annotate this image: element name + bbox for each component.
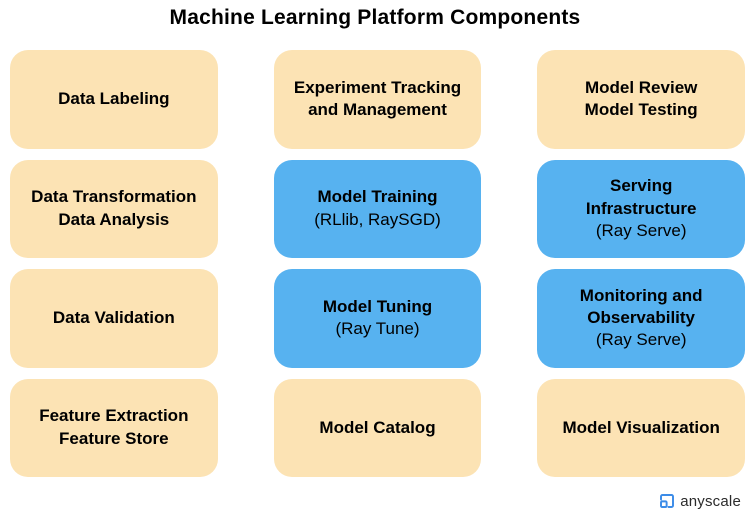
box-title: Serving — [609, 176, 673, 196]
box-feature-extraction: Feature Extraction Feature Store — [10, 378, 218, 477]
box-title: Data Transformation — [31, 187, 197, 207]
footer-brand: anyscale — [658, 492, 741, 510]
box-title: Model Testing — [584, 100, 698, 120]
box-model-catalog: Model Catalog — [273, 378, 482, 477]
box-title: Monitoring and — [579, 285, 703, 305]
box-subtitle: (Ray Serve) — [595, 220, 687, 240]
box-title: Data Labeling — [58, 89, 170, 109]
box-monitoring-observability: Monitoring and Observability (Ray Serve) — [537, 269, 745, 368]
box-title: Model Review — [584, 77, 698, 97]
box-model-tuning: Model Tuning (Ray Tune) — [273, 269, 482, 368]
box-title: Data Analysis — [58, 209, 170, 229]
box-experiment-tracking: Experiment Tracking and Management — [273, 50, 482, 149]
box-title: Feature Store — [59, 428, 169, 448]
box-title: Experiment Tracking — [293, 77, 462, 97]
box-subtitle: (Ray Serve) — [595, 330, 687, 350]
box-title: Model Catalog — [319, 417, 436, 437]
box-title: Model Visualization — [562, 417, 720, 437]
anyscale-logo-icon — [658, 492, 676, 510]
box-subtitle: (Ray Tune) — [335, 319, 420, 339]
anyscale-wordmark: anyscale — [680, 492, 741, 510]
components-grid: Data Labeling Data Transformation Data A… — [10, 50, 745, 477]
box-model-visualization: Model Visualization — [537, 378, 745, 477]
box-subtitle: (RLlib, RaySGD) — [314, 209, 441, 229]
box-data-validation: Data Validation — [10, 269, 218, 368]
box-title: Feature Extraction — [39, 406, 189, 426]
box-title: Model Tuning — [322, 296, 433, 316]
box-model-training: Model Training (RLlib, RaySGD) — [273, 159, 482, 258]
page-title: Machine Learning Platform Components — [169, 6, 581, 29]
box-data-transformation: Data Transformation Data Analysis — [10, 159, 218, 258]
box-title: Observability — [587, 308, 696, 328]
box-title: Data Validation — [52, 308, 175, 328]
box-title: and Management — [308, 100, 447, 120]
box-title: Model Training — [317, 187, 438, 207]
box-model-review: Model Review Model Testing — [537, 50, 745, 149]
box-title: Infrastructure — [585, 198, 697, 218]
box-serving-infrastructure: Serving Infrastructure (Ray Serve) — [537, 159, 745, 258]
box-data-labeling: Data Labeling — [10, 50, 218, 149]
